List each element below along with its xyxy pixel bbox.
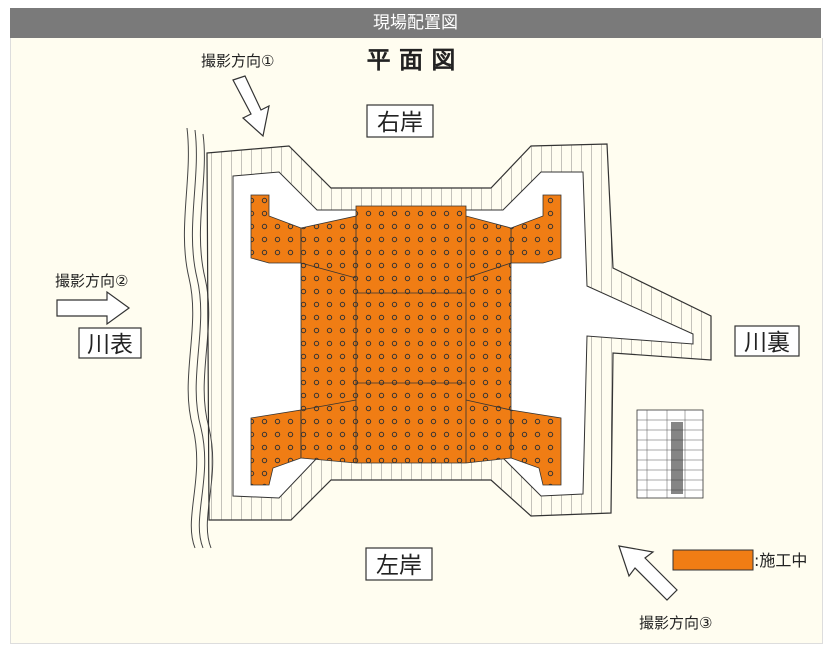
header-bar: 現場配置図 [10, 8, 821, 38]
construction-area [250, 194, 562, 486]
river-back-label: 川裏 [744, 330, 790, 356]
left-bank-label: 左岸 [376, 553, 422, 579]
site-plan-drawing: 平 面 図 撮影方向① 右岸 撮影方向② 川表 川裏 左岸 :施工中 撮影方向③ [55, 46, 807, 632]
page-title: 現場配置図 [373, 13, 458, 33]
legend-swatch [672, 549, 754, 571]
river-front-label: 川表 [87, 332, 133, 358]
arrow-icon [56, 290, 131, 326]
plan-title: 平 面 図 [367, 46, 456, 74]
site-plan: 平 面 図 撮影方向① 右岸 撮影方向② 川表 川裏 左岸 :施工中 撮影方向③ [10, 38, 823, 644]
arrow-icon [232, 75, 270, 138]
shot-direction-3-label: 撮影方向③ [639, 614, 712, 632]
shot-direction-2-label: 撮影方向② [55, 272, 128, 290]
symbol-table [636, 409, 704, 499]
legend-label: :施工中 [754, 551, 807, 570]
arrow-icon [618, 545, 678, 601]
shot-direction-1-label: 撮影方向① [201, 52, 274, 70]
right-bank-label: 右岸 [377, 110, 423, 136]
